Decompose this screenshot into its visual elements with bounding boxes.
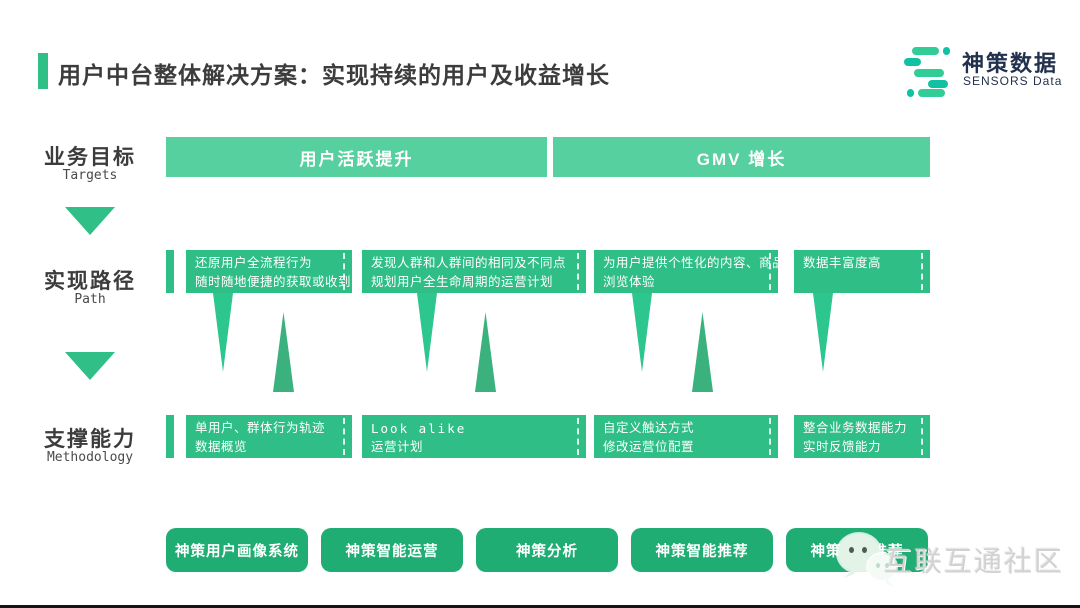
path-box-1-line-2: 随时随地便捷的获取或收到	[195, 275, 352, 289]
dashed-divider	[769, 418, 771, 455]
flow-triangle-up-icon	[273, 312, 294, 392]
methodology-box-2: Look alike 运营计划	[362, 415, 586, 458]
row-edge-sliver	[166, 415, 174, 458]
methodology-box-1-line-2: 数据概览	[195, 440, 248, 454]
flow-triangle-down-icon	[632, 293, 652, 372]
goal-bar-gmv-growth: GMV 增长	[553, 137, 930, 177]
product-chip-smart-recommendation: 神策智能推荐	[631, 528, 773, 572]
row-edge-sliver	[166, 250, 174, 293]
methodology-box-3: 自定义触达方式 修改运营位配置	[594, 415, 778, 458]
flow-triangle-up-icon	[692, 312, 713, 392]
label-methodology-en: Methodology	[46, 450, 134, 465]
path-box-3: 为用户提供个性化的内容、商品 浏览体验	[594, 250, 786, 293]
label-path-en: Path	[74, 292, 106, 307]
dashed-divider	[921, 418, 923, 455]
watermark-text: 互联互通社区	[884, 546, 1065, 577]
dashed-divider	[577, 253, 579, 290]
page-title: 用户中台整体解决方案：实现持续的用户及收益增长	[58, 62, 610, 88]
methodology-box-1-line-1: 单用户、群体行为轨迹	[195, 421, 326, 435]
logo-name-cn: 神策数据	[962, 51, 1059, 76]
flow-triangle-down-icon	[213, 293, 233, 372]
methodology-box-3-line-2: 修改运营位配置	[603, 440, 695, 454]
label-support-capability: 支撑能力	[44, 428, 136, 451]
path-box-2-line-2: 规划用户全生命周期的运营计划	[371, 275, 554, 289]
path-box-1-line-1: 还原用户全流程行为	[195, 256, 313, 270]
product-chip-smart-operation: 神策智能运营	[321, 528, 463, 572]
title-accent-bar	[38, 53, 48, 89]
label-targets-en: Targets	[62, 168, 118, 183]
sensors-data-logo: 神策数据 SENSORS Data	[900, 42, 1065, 100]
methodology-box-4-line-2: 实时反馈能力	[803, 440, 882, 454]
path-box-4: 数据丰富度高	[794, 250, 930, 293]
methodology-box-4-line-1: 整合业务数据能力	[803, 421, 908, 435]
methodology-box-4: 整合业务数据能力 实时反馈能力	[794, 415, 930, 458]
down-arrow-icon	[65, 352, 115, 380]
path-box-3-line-2: 浏览体验	[603, 275, 656, 289]
goal-bar-user-activity: 用户活跃提升	[166, 137, 547, 177]
methodology-box-2-line-2: 运营计划	[371, 440, 424, 454]
path-box-2: 发现人群和人群间的相同及不同点 规划用户全生命周期的运营计划	[362, 250, 586, 293]
flow-triangle-down-icon	[417, 293, 437, 372]
community-watermark: 互联互通社区	[836, 528, 1076, 592]
slide-bottom-border	[0, 605, 1080, 608]
product-chip-user-profile-system: 神策用户画像系统	[166, 528, 308, 572]
label-implementation-path: 实现路径	[44, 270, 136, 293]
dashed-divider	[343, 253, 345, 290]
path-box-4-line-1: 数据丰富度高	[803, 256, 882, 270]
sensors-logo-icon	[900, 44, 952, 97]
path-box-2-line-1: 发现人群和人群间的相同及不同点	[371, 256, 567, 270]
flow-triangle-up-icon	[475, 312, 496, 392]
down-arrow-icon	[65, 207, 115, 235]
flow-triangle-down-icon	[813, 293, 833, 372]
dashed-divider	[769, 253, 771, 290]
methodology-box-1: 单用户、群体行为轨迹 数据概览	[186, 415, 352, 458]
logo-name-en: SENSORS Data	[963, 74, 1063, 88]
path-box-3-line-1: 为用户提供个性化的内容、商品	[603, 256, 786, 270]
diagram-area: 用户活跃提升 GMV 增长 还原用户全流程行为 随时随地便捷的获取或收到 发现人…	[166, 0, 930, 608]
path-box-1: 还原用户全流程行为 随时随地便捷的获取或收到	[186, 250, 352, 293]
dashed-divider	[921, 253, 923, 290]
methodology-box-3-line-1: 自定义触达方式	[603, 421, 695, 435]
label-business-targets: 业务目标	[44, 146, 136, 169]
dashed-divider	[343, 418, 345, 455]
methodology-box-2-line-1: Look alike	[371, 421, 467, 436]
dashed-divider	[577, 418, 579, 455]
wechat-icon	[836, 530, 900, 588]
product-chip-analytics: 神策分析	[476, 528, 618, 572]
